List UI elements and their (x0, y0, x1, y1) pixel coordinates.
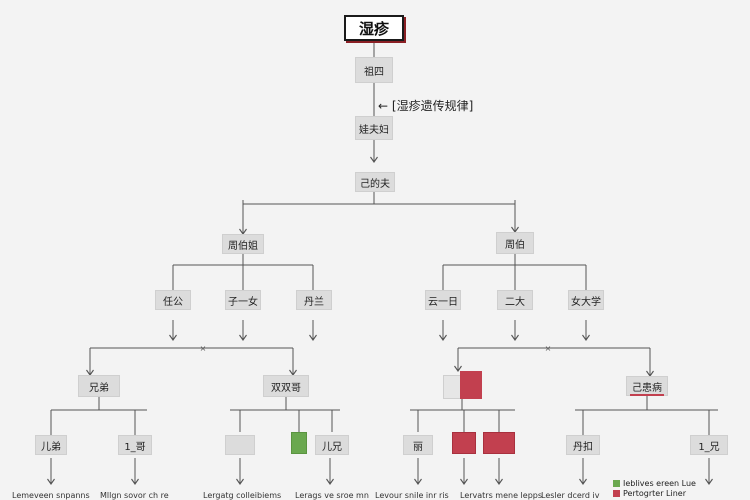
right-child-3: 女大学 (568, 290, 604, 310)
arrow-down-icon (236, 478, 244, 485)
arrow-down-icon (439, 334, 447, 341)
left-child-2: 子一女 (225, 290, 261, 310)
parents-node: 娃夫妇 (355, 116, 393, 140)
arrow-down-icon (705, 478, 713, 485)
legend-item-1: Ieblives ereen Lue (613, 478, 748, 488)
leaf-left-4-carrier (291, 432, 307, 454)
cross-marker-icon: × (200, 344, 207, 353)
arrow-down-icon (582, 334, 590, 341)
left-arrow-icon: ← (378, 99, 389, 113)
legend-item-2: Pertogrter Liner (613, 488, 748, 498)
arrow-down-icon (414, 478, 422, 485)
inheritance-note: ← [湿疹遗传规律] (378, 97, 473, 114)
right-child-1: 云一日 (425, 290, 461, 310)
right-pair-2: 己患病 (626, 376, 668, 396)
leaf-right-3-affected (483, 432, 515, 454)
right-child-2: 二大 (497, 290, 533, 310)
arrow-down-icon (454, 365, 462, 372)
arrow-down-icon (239, 334, 247, 341)
leaf-left-1: 儿弟 (35, 435, 67, 455)
arrow-down-icon (370, 156, 378, 163)
diagram-title: 湿疹 (344, 15, 404, 41)
arrow-down-icon (579, 478, 587, 485)
couple-node: 己的夫 (355, 172, 395, 192)
leaf-right-1: 丽 (403, 435, 433, 455)
arrow-down-icon (511, 334, 519, 341)
arrow-down-icon (47, 478, 55, 485)
legend: Ieblives ereen Lue Pertogrter Liner (613, 478, 748, 498)
leaf-right-4: 丹扣 (566, 435, 600, 455)
arrow-down-icon (460, 478, 468, 485)
arrow-down-icon (326, 478, 334, 485)
legend-swatch-red (613, 489, 620, 497)
left-pair-1: 兄弟 (78, 375, 120, 397)
caption-2: Mllgn sovor ch re (100, 491, 169, 500)
leaf-left-5: 儿兄 (315, 435, 349, 455)
leaf-left-2: 1_哥 (118, 435, 152, 455)
caption-4: Lerags ve sroe mn (295, 491, 369, 500)
left-pair-2: 双双哥 (263, 375, 309, 397)
inheritance-note-text: [湿疹遗传规律] (391, 99, 474, 113)
arrow-down-icon (495, 478, 503, 485)
caption-6: Lervatrs mene lepps (460, 491, 543, 500)
caption-5: Levour snile inr ris (375, 491, 449, 500)
arrow-down-icon (169, 334, 177, 341)
left-family-head: 周伯姐 (222, 234, 264, 254)
right-family-head: 周伯 (496, 232, 534, 254)
arrow-down-icon (309, 334, 317, 341)
legend-label-1: Ieblives ereen Lue (623, 478, 696, 488)
leaf-left-3 (225, 435, 255, 455)
right-pair-1-affected-mark (460, 371, 482, 399)
legend-label-2: Pertogrter Liner (623, 488, 686, 498)
leaf-right-5: 1_兄 (690, 435, 728, 455)
grandparents-node: 祖四 (355, 57, 393, 83)
leaf-right-2-affected (452, 432, 476, 454)
caption-1: Lemeveen snpanns (12, 491, 90, 500)
legend-swatch-green (613, 479, 620, 487)
right-pair-2-underline (630, 394, 664, 396)
caption-3: Lergatg colleibiems (203, 491, 282, 500)
cross-marker-icon: × (545, 344, 552, 353)
arrow-down-icon (131, 478, 139, 485)
left-child-3: 丹兰 (296, 290, 332, 310)
caption-7: Lesler dcerd iv (541, 491, 600, 500)
left-child-1: 任公 (155, 290, 191, 310)
